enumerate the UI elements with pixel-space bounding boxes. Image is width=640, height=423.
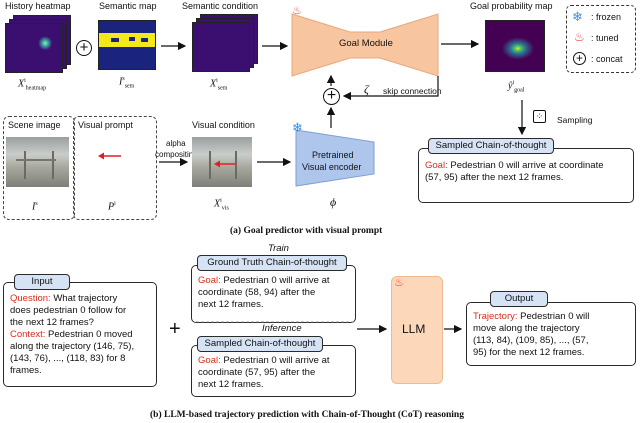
semantic-obstacle bbox=[129, 37, 135, 41]
output-title: Output bbox=[490, 291, 548, 307]
fire-icon: ♨ bbox=[292, 5, 302, 17]
question-line: does pedestrian 0 follow for bbox=[10, 305, 127, 316]
caption-a: (a) Goal predictor with visual prompt bbox=[230, 226, 383, 236]
sampling-label: Sampling bbox=[557, 115, 593, 125]
snowflake-icon: ❄ bbox=[292, 120, 303, 135]
arrows-part-b bbox=[196, 321, 463, 334]
llm-block bbox=[391, 276, 443, 384]
question-line: What trajectory bbox=[53, 293, 118, 304]
p-i-symbol: Pi bbox=[108, 201, 116, 213]
concat-icon: + bbox=[323, 88, 340, 105]
sampled-cot-title-a: Sampled Chain-of-thought bbox=[428, 138, 554, 154]
y-goal-symbol: ŷigoal bbox=[508, 80, 525, 94]
goal-probability-map-image bbox=[485, 20, 545, 72]
concat-icon: + bbox=[76, 40, 92, 56]
goal-probability-map-label: Goal probability map bbox=[470, 1, 553, 11]
context-line: Pedestrian 0 moved bbox=[48, 329, 133, 340]
scene-prompt-group bbox=[3, 116, 157, 220]
x-heatmap-symbol: Xiheatmap bbox=[18, 78, 47, 92]
semantic-condition-label: Semantic condition bbox=[182, 1, 259, 11]
llm-label: LLM bbox=[402, 322, 426, 336]
goal-module-label: Goal Module bbox=[339, 38, 393, 49]
history-heatmap-label: History heatmap bbox=[5, 1, 71, 11]
x-vis-symbol: Xivis bbox=[214, 198, 229, 212]
visual-condition-arrow bbox=[214, 160, 235, 168]
history-heatmap-image bbox=[5, 23, 63, 73]
question-label: Question: bbox=[10, 293, 51, 304]
x-sem-symbol: Xisem bbox=[210, 78, 228, 92]
scene-image-label: Scene image bbox=[8, 120, 61, 130]
gt-cot-line: Pedestrian 0 will arrive at bbox=[223, 275, 330, 286]
context-line: frames. bbox=[10, 365, 42, 376]
phi-symbol: ϕ bbox=[330, 195, 337, 209]
context-label: Context: bbox=[10, 329, 46, 340]
sampled-cot-line: (57, 95) after the next 12 frames. bbox=[425, 172, 564, 183]
input-box: Question: What trajectory does pedestria… bbox=[3, 282, 157, 387]
semantic-band bbox=[99, 33, 155, 47]
sampled-cot-box-b: Goal: Pedestrian 0 will arrive at coordi… bbox=[191, 345, 356, 397]
sampled-cot-box-a: Goal: Pedestrian 0 will arrive at coordi… bbox=[418, 148, 634, 203]
arrows-part-a bbox=[159, 39, 527, 167]
legend-concat: : concat bbox=[591, 54, 623, 64]
output-line: 95) for the next 12 frames. bbox=[473, 347, 585, 358]
output-box: Trajectory: Pedestrian 0 will move along… bbox=[466, 302, 636, 366]
legend-box: ❄ : frozen ♨ : tuned + : concat bbox=[566, 5, 636, 73]
output-line: Pedestrian 0 will bbox=[520, 311, 590, 322]
scene-structure bbox=[24, 151, 54, 179]
scene-structure bbox=[209, 151, 237, 179]
alpha-compositing-label-1: alpha bbox=[166, 139, 186, 148]
visual-prompt-arrow bbox=[98, 152, 121, 160]
fire-icon: ♨ bbox=[394, 277, 404, 289]
semantic-map-image bbox=[98, 20, 156, 70]
output-line: move along the trajectory bbox=[473, 323, 580, 334]
semantic-obstacle bbox=[141, 38, 148, 42]
scene-image-panel bbox=[3, 116, 75, 220]
encoder-label-1: Pretrained bbox=[312, 150, 354, 160]
alpha-compositing-label-2: compositing bbox=[155, 150, 198, 159]
sampled-cot-line: Pedestrian 0 will arrive at bbox=[223, 355, 330, 366]
visual-prompt-panel bbox=[73, 116, 157, 220]
i-sem-symbol: Issem bbox=[119, 76, 135, 90]
zeta-symbol: ζ bbox=[364, 82, 369, 96]
inference-label: Inference bbox=[262, 323, 302, 334]
goal-label: Goal: bbox=[198, 355, 221, 366]
sampled-cot-line: coordinate (57, 95) after the bbox=[198, 367, 316, 378]
scene-structure bbox=[16, 159, 56, 161]
encoder-shape bbox=[295, 129, 375, 187]
output-line: (113, 84), (109, 85), ..., (57, bbox=[473, 335, 589, 346]
semantic-map-label: Semantic map bbox=[99, 1, 157, 11]
context-line: (143, 76), ..., (118, 83) for 8 bbox=[10, 353, 126, 364]
visual-condition-label: Visual condition bbox=[192, 120, 255, 130]
question-line: the next 12 frames? bbox=[10, 317, 94, 328]
legend-tuned: : tuned bbox=[591, 33, 619, 43]
context-line: along the trajectory (146, 75), bbox=[10, 341, 135, 352]
encoder-label-2: Visual encoder bbox=[302, 162, 362, 172]
skip-connection-label: skip connection bbox=[383, 86, 442, 96]
i-s-symbol: Is bbox=[32, 201, 38, 213]
plus-sign: + bbox=[169, 318, 181, 340]
snowflake-icon: ❄ bbox=[572, 9, 583, 24]
semantic-condition-image bbox=[192, 22, 250, 72]
sampled-cot-title-b: Sampled Chain-of-thought bbox=[197, 336, 323, 352]
visual-condition-image bbox=[192, 137, 252, 187]
dice-icon: ⁘ bbox=[533, 110, 546, 123]
gt-cot-line: coordinate (58, 94) after the bbox=[198, 287, 316, 298]
sampled-cot-line: Pedestrian 0 will arrive at coordinate bbox=[450, 160, 604, 171]
semantic-obstacle bbox=[111, 38, 119, 42]
scene-image bbox=[6, 137, 69, 187]
concat-icon: + bbox=[573, 52, 586, 65]
train-label: Train bbox=[268, 243, 289, 254]
sampled-cot-line: next 12 frames. bbox=[198, 379, 264, 390]
caption-b: (b) LLM-based trajectory prediction with… bbox=[150, 410, 464, 420]
legend-frozen: : frozen bbox=[591, 12, 622, 22]
goal-label: Goal: bbox=[198, 275, 221, 286]
gt-cot-line: next 12 frames. bbox=[198, 299, 264, 310]
visual-prompt-label: Visual prompt bbox=[78, 120, 133, 130]
goal-label: Goal: bbox=[425, 160, 448, 171]
input-title: Input bbox=[14, 274, 70, 290]
trajectory-label: Trajectory: bbox=[473, 311, 518, 322]
fire-icon: ♨ bbox=[574, 30, 585, 44]
gt-cot-title: Ground Truth Chain-of-thought bbox=[197, 255, 347, 271]
